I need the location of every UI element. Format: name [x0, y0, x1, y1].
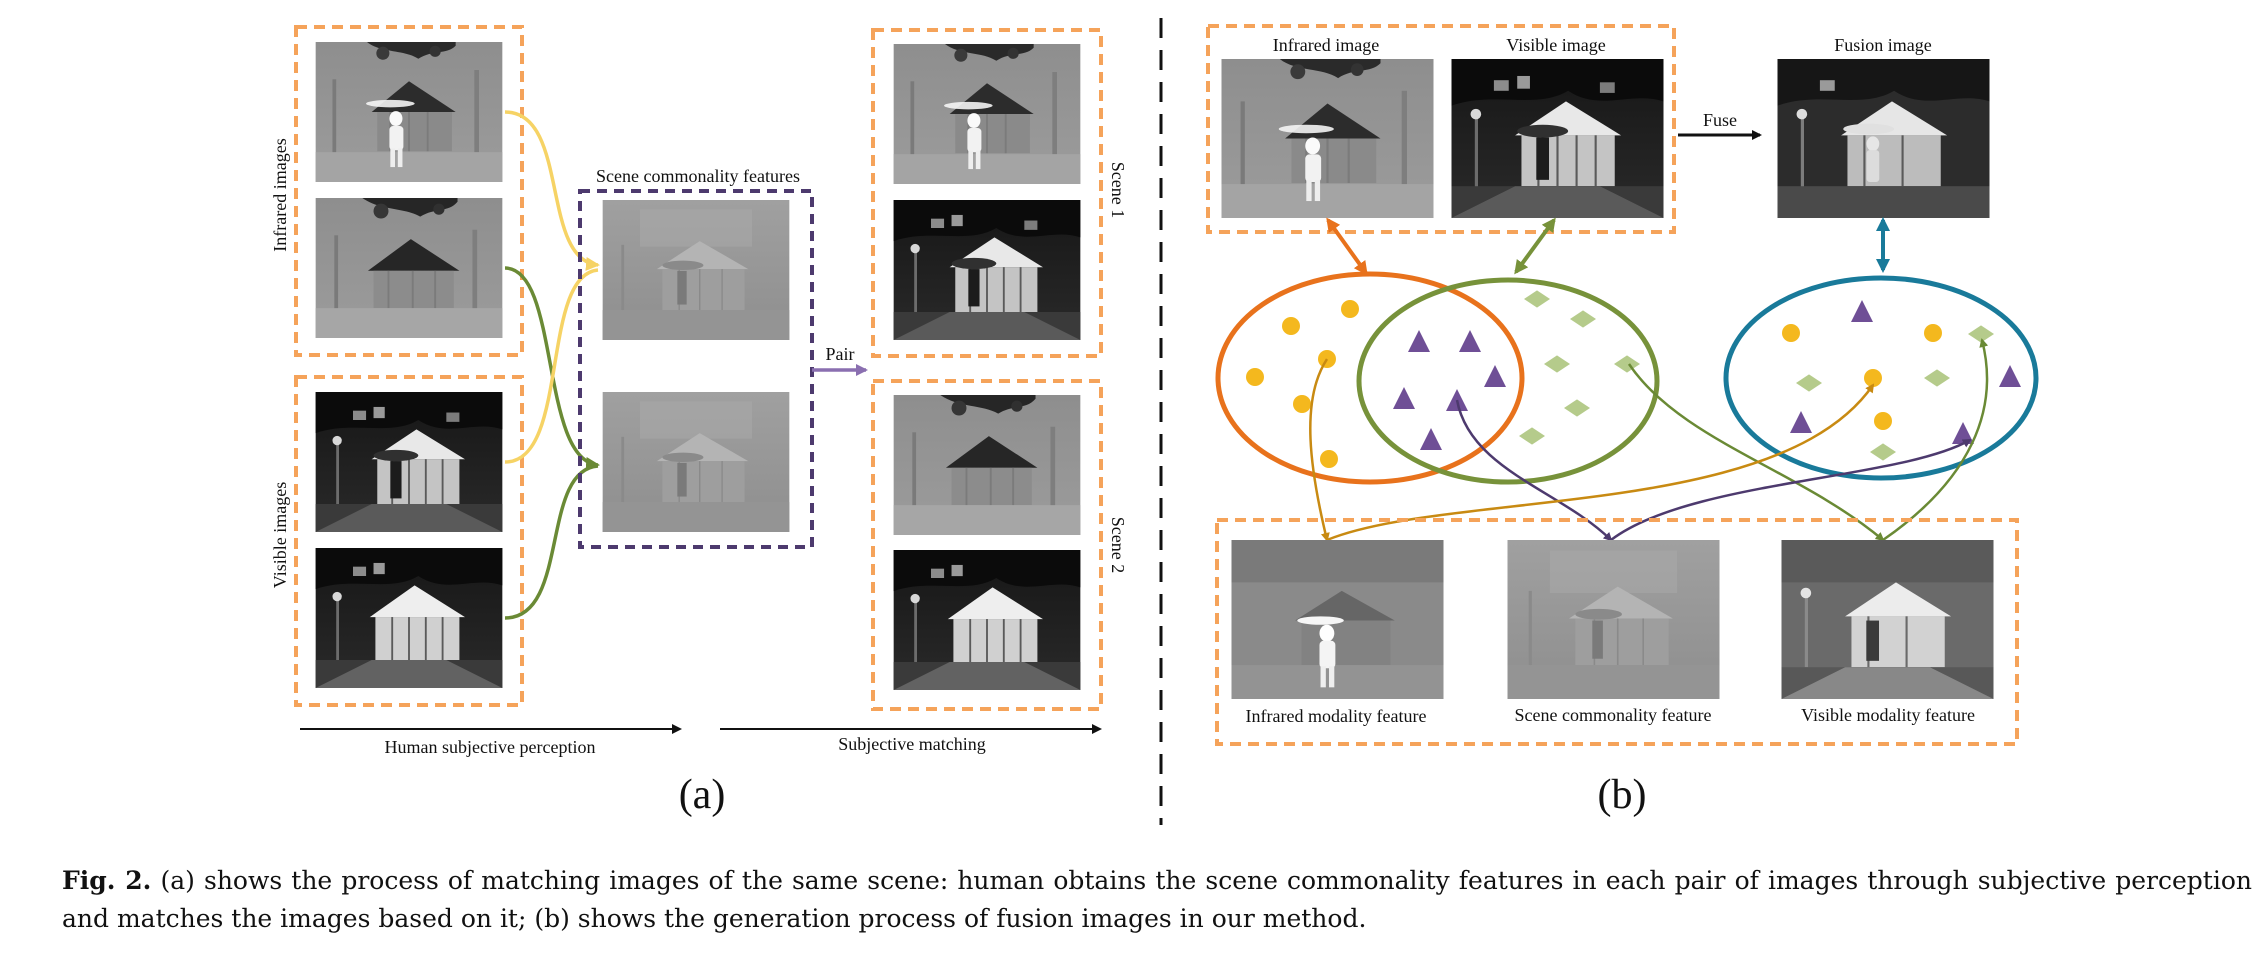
fuse-label: Fuse — [1703, 110, 1737, 130]
feature-triangle — [1952, 422, 1974, 444]
figure-canvas: Infrared images Visible images Scene com… — [270, 18, 2039, 825]
visible-image-1 — [314, 392, 504, 532]
feature-triangle — [1459, 330, 1481, 352]
feature-images-box — [1215, 518, 2019, 746]
common-feature-ellipse — [1356, 277, 1660, 485]
infrared-image-1 — [314, 42, 504, 182]
feature-diamond — [1524, 290, 1550, 308]
infrared-image-2 — [314, 198, 504, 338]
figure-caption: Fig. 2. (a) shows the process of matchin… — [62, 862, 2252, 938]
feature-triangle — [1484, 365, 1506, 387]
feature-diamond — [1570, 310, 1596, 328]
feature-dot — [1293, 395, 1311, 413]
feature-visible-label: Visible modality feature — [1801, 705, 1975, 725]
scene-1-label: Scene 1 — [1108, 162, 1128, 218]
feature-diamond — [1870, 443, 1896, 461]
feature-diamond — [1519, 427, 1545, 445]
feature-diamond — [1564, 399, 1590, 417]
connector-vis1-common — [504, 268, 599, 464]
fusion-image — [1776, 59, 1991, 218]
scene-commonality-feature-image — [1506, 540, 1721, 699]
feature-triangle — [1790, 411, 1812, 433]
feature-dot — [1282, 317, 1300, 335]
row-label-infrared: Infrared images — [270, 138, 290, 251]
visible-images-box — [294, 375, 524, 707]
feature-dot — [1341, 300, 1359, 318]
caption-label: Fig. 2. — [62, 866, 152, 895]
feature-dot — [1320, 450, 1338, 468]
feature-triangle — [1420, 428, 1442, 450]
pair-label: Pair — [826, 344, 855, 364]
flow-infrared-down — [1309, 358, 1330, 542]
scene-1-box — [871, 28, 1103, 358]
feature-dot — [1874, 412, 1892, 430]
feature-dot — [1864, 369, 1882, 387]
infrared-images-box — [294, 25, 524, 357]
scene-2-label: Scene 2 — [1108, 517, 1128, 573]
common-ellipse-link — [1514, 217, 1556, 275]
feature-diamond — [1614, 355, 1640, 373]
commonality-image-2 — [601, 392, 791, 532]
infrared-feature-ellipse — [1215, 271, 1525, 485]
feature-scene-label: Scene commonality feature — [1515, 705, 1712, 725]
panel-a-tag: (a) — [679, 772, 726, 818]
center-title: Scene commonality features — [596, 166, 800, 186]
feature-triangle — [1851, 300, 1873, 322]
feature-dot — [1246, 368, 1264, 386]
connector-ir2-common — [504, 266, 600, 471]
input-visible-image — [1450, 59, 1665, 218]
flow-visible-down — [1627, 363, 1885, 542]
feature-triangle — [1393, 387, 1415, 409]
input-images-box — [1206, 24, 1676, 234]
visible-feature-image — [1780, 540, 1995, 699]
panel-b: Infrared image Visible image Fuse Fusion… — [1206, 24, 2039, 818]
visible-image-2 — [314, 548, 504, 688]
flow-visible-up — [1882, 338, 1989, 542]
flow-infrared-up — [1326, 383, 1875, 542]
panel-b-tag: (b) — [1598, 772, 1647, 818]
visible-image-label: Visible image — [1506, 35, 1605, 55]
scene-2-visible — [892, 550, 1082, 690]
axis-left-label: Human subjective perception — [385, 737, 596, 757]
infrared-feature-image — [1231, 540, 1444, 699]
feature-diamond — [1924, 369, 1950, 387]
fusion-image-label: Fusion image — [1834, 35, 1932, 55]
feature-infrared-label: Infrared modality feature — [1246, 706, 1427, 726]
infrared-image-label: Infrared image — [1273, 35, 1379, 55]
feature-diamond — [1544, 355, 1570, 373]
row-label-visible: Visible images — [270, 482, 290, 588]
feature-diamond — [1796, 374, 1822, 392]
feature-dot — [1924, 324, 1942, 342]
connector-vis2-common — [504, 464, 599, 620]
panel-a: Infrared images Visible images Scene com… — [270, 25, 1128, 818]
scene-2-box — [871, 379, 1103, 711]
caption-text: (a) shows the process of matching images… — [62, 866, 2253, 933]
fusion-feature-ellipse — [1723, 275, 2039, 481]
scene-2-infrared — [892, 395, 1082, 535]
connector-ir1-common — [504, 110, 600, 271]
scene-1-infrared — [892, 44, 1082, 184]
commonality-image-1 — [601, 200, 791, 340]
feature-diamond — [1968, 325, 1994, 343]
input-infrared-image — [1220, 59, 1435, 218]
flow-common-up — [1610, 438, 1972, 541]
feature-dot — [1782, 324, 1800, 342]
axis-right-label: Subjective matching — [838, 734, 985, 754]
flow-common-down — [1455, 399, 1613, 542]
feature-triangle — [1999, 365, 2021, 387]
infrared-ellipse-link — [1326, 217, 1368, 276]
feature-triangle — [1408, 330, 1430, 352]
scene-1-visible — [892, 200, 1082, 340]
